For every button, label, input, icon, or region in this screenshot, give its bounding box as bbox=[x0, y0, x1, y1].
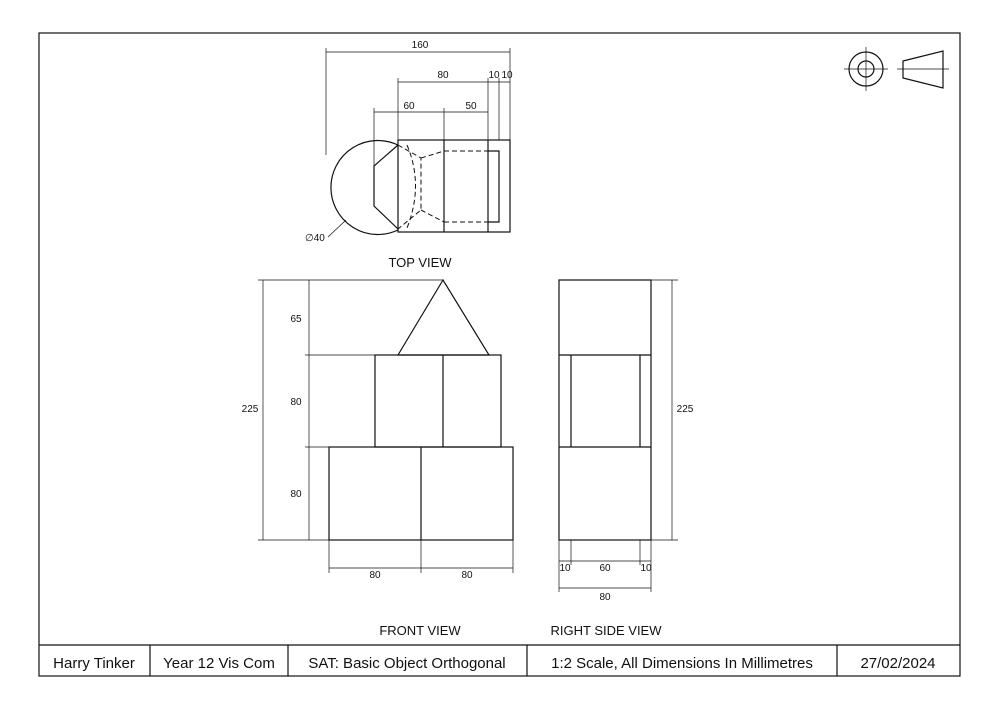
top-view: 160 80 10 10 60 50 ∅40 bbox=[305, 40, 513, 244]
front-dim-h-triangle: 65 bbox=[290, 314, 302, 325]
side-dim-w-b: 60 bbox=[599, 563, 611, 574]
front-dim-w-left: 80 bbox=[369, 570, 381, 581]
side-dim-w-total: 80 bbox=[599, 592, 611, 603]
top-dim-small-b: 10 bbox=[501, 70, 513, 81]
right-side-view-label: RIGHT SIDE VIEW bbox=[551, 623, 663, 638]
title-block-date: 27/02/2024 bbox=[860, 655, 935, 672]
front-dim-total-height: 225 bbox=[242, 404, 259, 415]
front-dim-w-right: 80 bbox=[461, 570, 473, 581]
top-dim-small-a: 10 bbox=[488, 70, 500, 81]
top-dim-diameter: ∅40 bbox=[305, 233, 325, 244]
sheet-border bbox=[38, 32, 961, 677]
top-view-label: TOP VIEW bbox=[388, 255, 452, 270]
side-dim-w-c: 10 bbox=[640, 563, 652, 574]
title-block-scale: 1:2 Scale, All Dimensions In Millimetres bbox=[551, 655, 813, 672]
top-dim-right: 50 bbox=[465, 101, 477, 112]
title-block-name: Harry Tinker bbox=[53, 655, 135, 672]
front-dim-h-bottom: 80 bbox=[290, 489, 302, 500]
side-dim-total-height: 225 bbox=[677, 404, 694, 415]
top-dim-overall: 160 bbox=[412, 40, 429, 51]
top-dim-left: 60 bbox=[403, 101, 415, 112]
right-side-view: 225 10 60 10 80 bbox=[558, 279, 694, 603]
projection-symbol-icon bbox=[844, 47, 949, 91]
top-dim-mid: 80 bbox=[437, 70, 449, 81]
side-dim-w-a: 10 bbox=[559, 563, 571, 574]
title-block-task: SAT: Basic Object Orthogonal bbox=[308, 655, 505, 672]
title-block-class: Year 12 Vis Com bbox=[163, 655, 275, 672]
front-view: 225 65 80 80 80 80 bbox=[242, 278, 514, 581]
front-view-label: FRONT VIEW bbox=[379, 623, 461, 638]
front-dim-h-middle: 80 bbox=[290, 397, 302, 408]
